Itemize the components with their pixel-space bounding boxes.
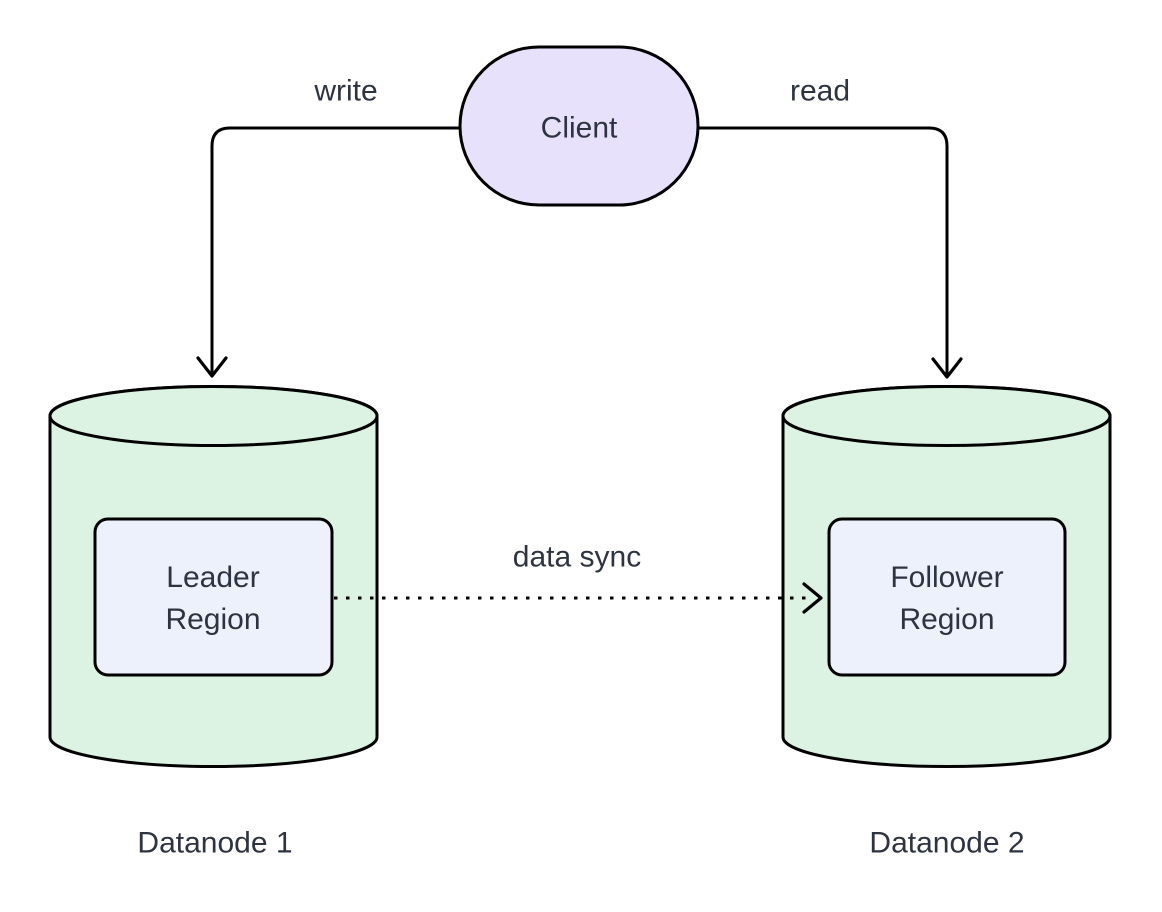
write-edge-label: write — [308, 72, 384, 110]
leader-region-label: Leader Region — [165, 561, 261, 636]
follower-region-box — [827, 517, 1067, 677]
leader-region-box — [93, 517, 334, 677]
client-node-label: Client — [540, 111, 618, 145]
datanode1-caption: Datanode 1 — [137, 826, 293, 860]
write-edge-line — [210, 126, 462, 374]
read-edge-label: read — [783, 72, 857, 110]
datanode1-cylinder-top — [48, 385, 379, 447]
client-node-shape — [458, 45, 700, 207]
read-edge-line — [696, 126, 949, 375]
follower-region-label: Follower Region — [890, 561, 1004, 636]
datanode2-cylinder-top — [781, 385, 1112, 447]
data-sync-arrowhead-icon — [802, 582, 823, 614]
data-sync-edge-label: data sync — [506, 538, 648, 576]
write-arrowhead-icon — [196, 356, 228, 378]
datanode2-caption: Datanode 2 — [869, 826, 1025, 860]
read-arrowhead-icon — [931, 357, 963, 379]
